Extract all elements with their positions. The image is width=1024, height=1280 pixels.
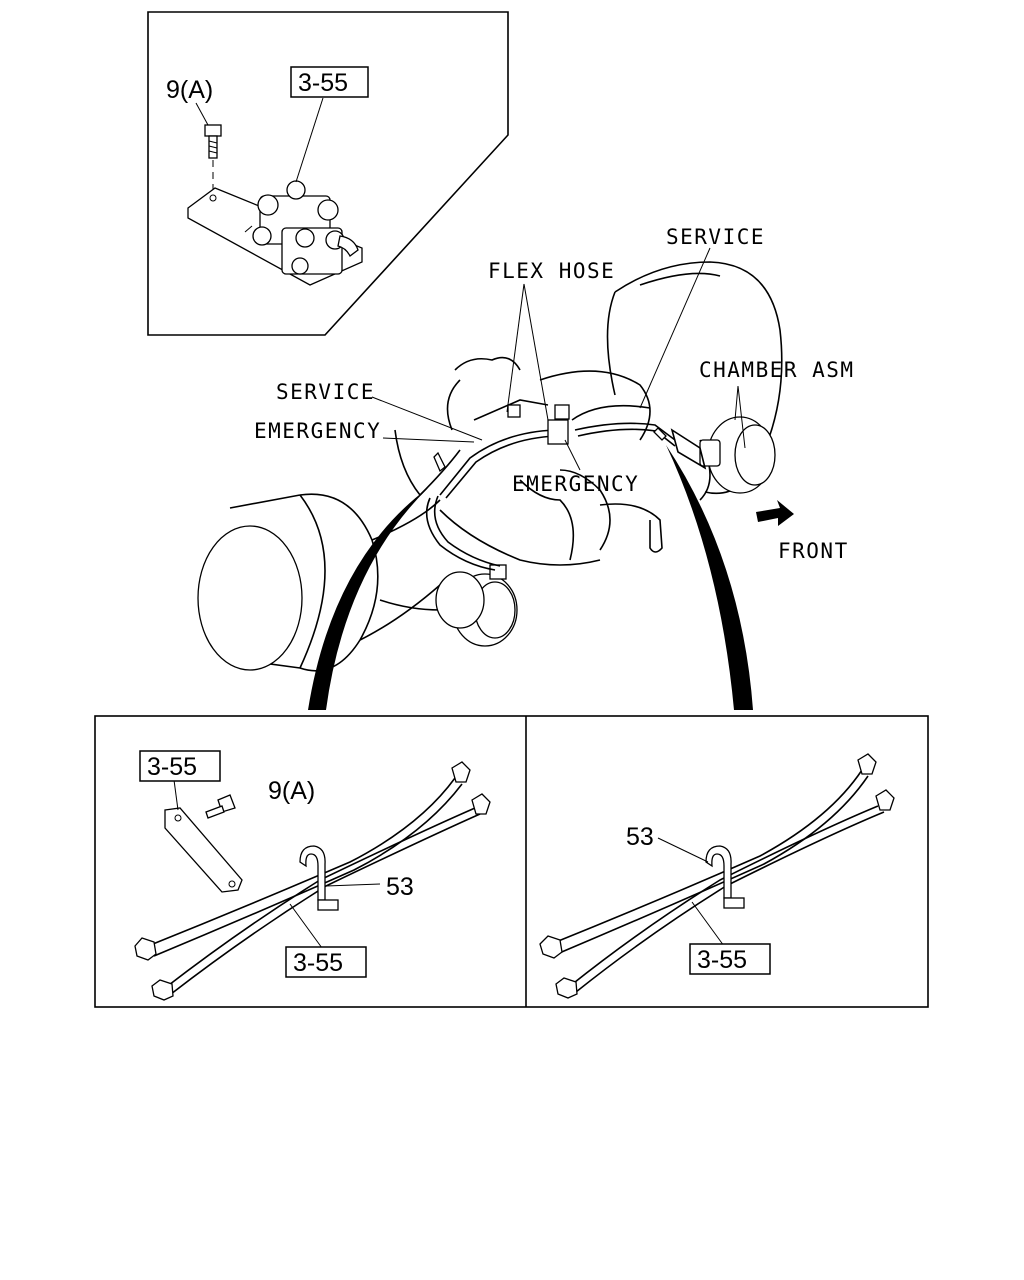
detail-panels-frame: [94, 715, 929, 1008]
front-label: FRONT: [778, 539, 849, 563]
detail-right: 53 3-55: [539, 753, 895, 999]
hose-fitting-icon: [134, 937, 157, 961]
flex-hose-leader-2: [523, 283, 549, 421]
valve-leader: [295, 97, 324, 183]
relay-valve-icon: [187, 180, 363, 286]
service-right-leader: [639, 247, 711, 409]
hose-fitting-icon: [471, 793, 491, 815]
inset-frame: [147, 11, 509, 336]
hose-fitting-icon: [555, 977, 578, 999]
emergency-left-label: EMERGENCY: [254, 419, 381, 443]
detail-right-ref-bottom: 3-55: [697, 946, 747, 974]
hose-fitting-icon: [151, 979, 174, 1001]
bolt-leader: [195, 102, 209, 126]
callout-arc-right: [666, 445, 753, 710]
brake-chamber-right-icon: [670, 416, 776, 494]
brake-hoses: [425, 399, 676, 571]
front-arrow-icon: [756, 500, 794, 526]
flex-hose-leader-1: [506, 283, 525, 413]
emergency-center-label: EMERGENCY: [512, 472, 639, 496]
emergency-center-leader: [564, 439, 581, 471]
callout-arc-left: [308, 488, 428, 710]
service-left-label: SERVICE: [276, 380, 375, 404]
differential-housing: [394, 356, 711, 566]
detail-left-clamp-label: 53: [386, 873, 414, 901]
hose-fitting-icon: [875, 789, 895, 811]
emergency-left-leader: [382, 437, 475, 443]
service-left-leader: [371, 396, 483, 441]
bolt-9a-detail-icon: [205, 794, 236, 819]
inset-bolt-label: 9(A): [166, 76, 213, 104]
flex-hose-label: FLEX HOSE: [488, 259, 615, 283]
brake-drum-left: [197, 493, 379, 672]
hose-clamp-icon: [705, 845, 745, 909]
hose-fitting-icon: [539, 935, 563, 959]
axle-assembly-illustration: FLEX HOSE SERVICE EMERGENCY SERVICE EMER…: [197, 225, 855, 710]
detail-right-clamp-label: 53: [626, 823, 654, 851]
hose-clamp-icon: [299, 845, 339, 911]
detail-right-ref-bottom-box: [689, 943, 771, 975]
detail-left: 3-55 9(A) 53 3-55: [134, 750, 491, 1001]
brake-chamber-left-icon: [435, 564, 518, 647]
inset-ref-box: [290, 66, 369, 98]
bolt-9a-icon: [204, 124, 222, 159]
chamber-asm-label: CHAMBER ASM: [699, 358, 855, 382]
service-right-label: SERVICE: [666, 225, 765, 249]
chamber-leader: [734, 385, 746, 449]
bracket-icon: [164, 807, 243, 893]
hose-fitting-icon: [451, 761, 471, 783]
detail-left-bolt-label: 9(A): [268, 777, 315, 805]
detail-left-ref-bottom: 3-55: [293, 949, 343, 977]
inset-ref-label: 3-55: [298, 69, 348, 97]
detail-left-ref-top: 3-55: [147, 753, 197, 781]
detail-left-ref-top-box: [139, 750, 221, 782]
detail-left-ref-bottom-box: [285, 946, 367, 978]
inset-valve-detail: 9(A) 3-55: [147, 11, 509, 336]
hose-fitting-icon: [857, 753, 877, 775]
